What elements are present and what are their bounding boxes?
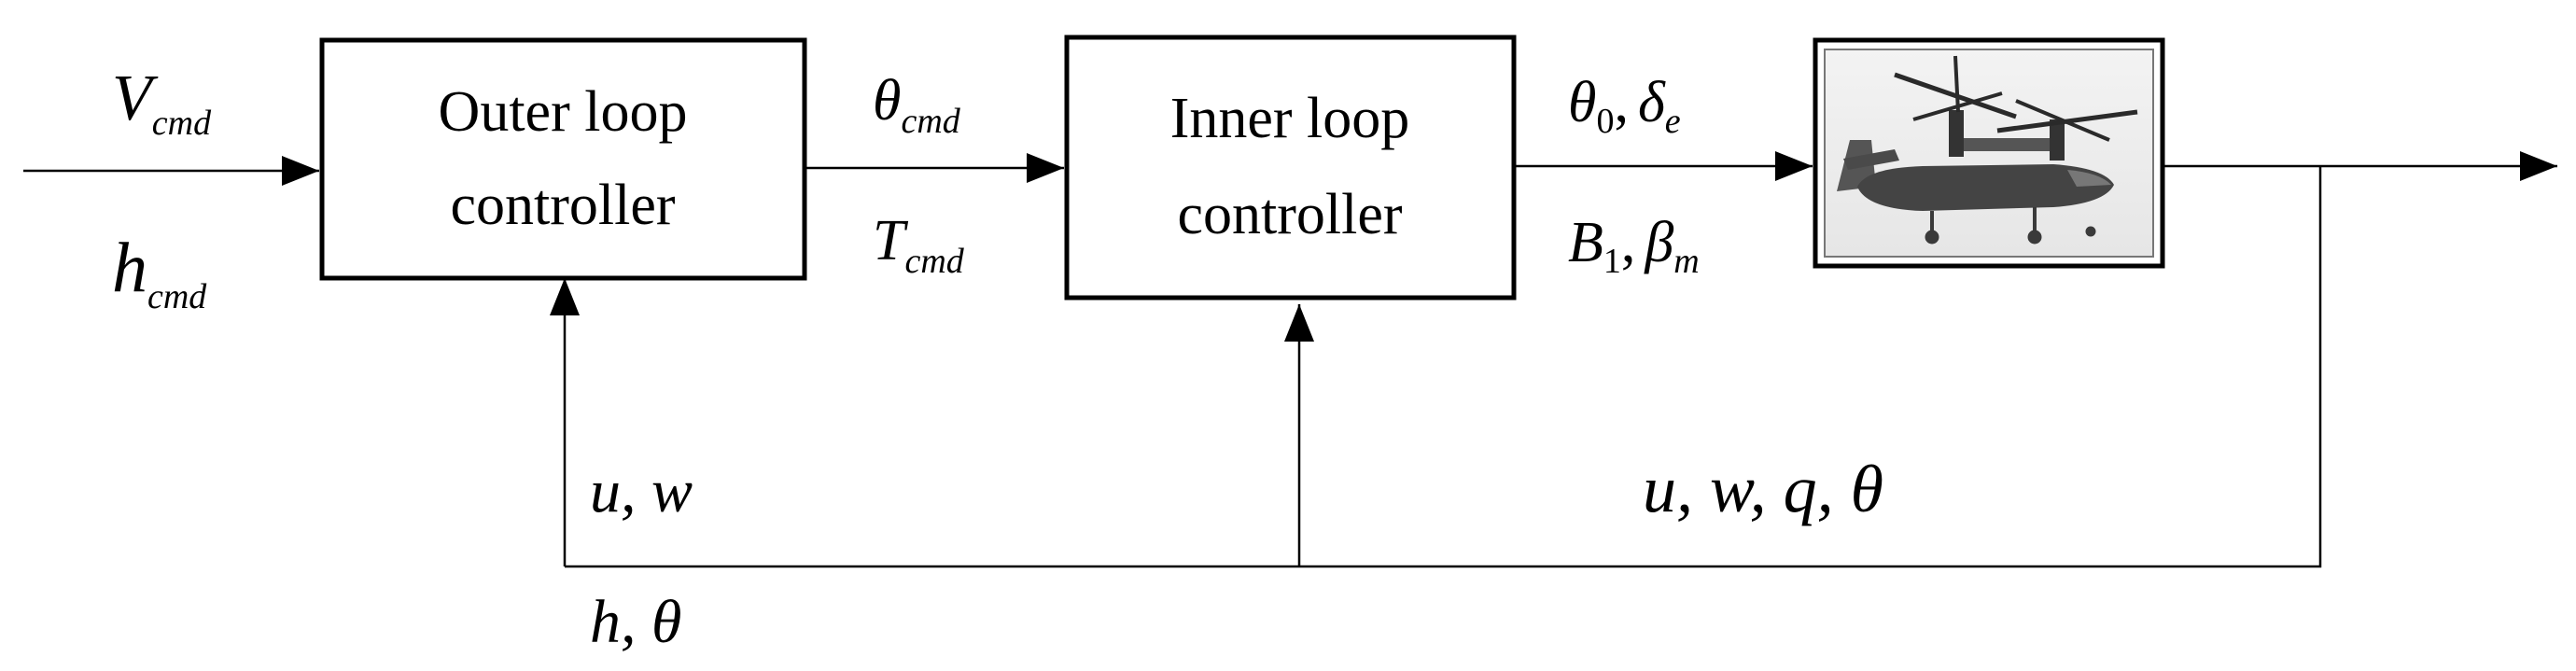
label-feedback-u-w-q-theta: u, w, q, θ [1643, 452, 1883, 526]
inner-block-label-line1: Inner loop [1170, 87, 1410, 150]
label-v-cmd: Vcmd [112, 63, 212, 143]
outer-block-label-line1: Outer loop [439, 80, 688, 144]
tiltrotor-aircraft-icon [1837, 55, 2138, 245]
plant-aircraft-block [1813, 37, 2165, 269]
inner-loop-controller-block: Inner loop controller [1064, 35, 1517, 301]
outer-block-label-line2: controller [450, 174, 675, 237]
label-theta-cmd: θcmd [873, 69, 961, 141]
label-theta0-delta-e: θ0,δe [1568, 71, 1681, 141]
feedback-path [565, 166, 2322, 568]
label-feedback-u-w: u, w [590, 457, 693, 525]
inner-block-label-line2: controller [1177, 183, 1402, 246]
outer-loop-controller-block: Outer loop controller [319, 37, 807, 281]
label-t-cmd: Tcmd [873, 209, 965, 281]
label-feedback-h-theta: h, θ [590, 588, 681, 656]
label-h-cmd: hcmd [112, 229, 207, 316]
label-b1-beta-m: B1,βm [1568, 211, 1700, 281]
